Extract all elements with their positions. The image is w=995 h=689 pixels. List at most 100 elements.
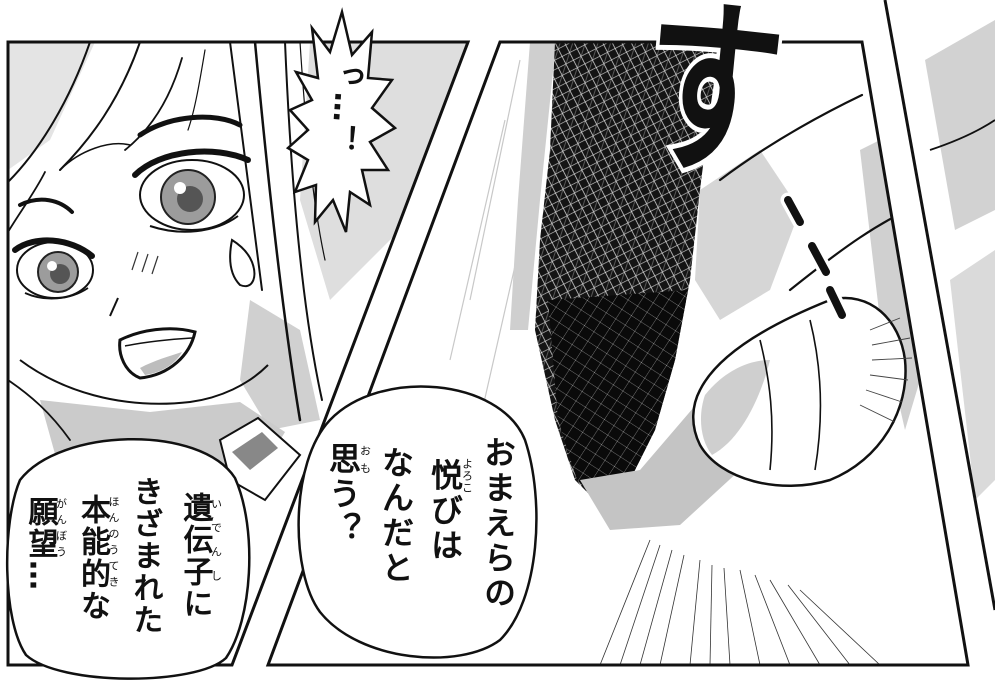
kana-rest: … bbox=[22, 560, 58, 592]
furigana: ほんのうてき bbox=[107, 494, 120, 590]
cheek-shadow-tone bbox=[240, 300, 320, 430]
right-panel-line bbox=[929, 119, 995, 151]
collar-stripe bbox=[232, 432, 278, 470]
middle-bubble-line-2: 悦よろこびは bbox=[420, 436, 474, 641]
middle-panel-art bbox=[449, 42, 935, 665]
kanji-base: 悦 bbox=[426, 458, 464, 494]
sfx-dash bbox=[826, 286, 846, 319]
right-eye-lower-lid bbox=[149, 215, 239, 233]
left-eye-upper-lid bbox=[12, 237, 95, 259]
middle-bubble-line-1: おまえらの bbox=[479, 436, 517, 611]
sfx-character: す bbox=[632, 0, 791, 209]
fist-outline bbox=[692, 296, 907, 487]
speed-line bbox=[599, 539, 651, 665]
right-eye bbox=[132, 148, 251, 233]
furigana: よろこ bbox=[460, 458, 474, 494]
fur-line bbox=[869, 374, 909, 381]
left-speech-bubble bbox=[5, 438, 251, 680]
sfx-dash bbox=[784, 196, 804, 226]
speed-line bbox=[689, 559, 701, 665]
speed-line bbox=[723, 567, 731, 665]
sfx-trail-dashes bbox=[780, 192, 850, 323]
nose bbox=[109, 297, 119, 317]
fist bbox=[692, 296, 907, 487]
hair-strand bbox=[8, 42, 91, 183]
cheek-line bbox=[131, 251, 139, 271]
fur-line bbox=[871, 337, 911, 346]
furigana-group: 本能的ほんのうてき bbox=[75, 494, 120, 590]
furigana-group: 悦よろこ bbox=[426, 458, 474, 494]
right-panel-tone bbox=[950, 250, 995, 500]
middle-bubble-line-3: なんだと bbox=[377, 446, 415, 586]
kanji-base: 思 bbox=[324, 442, 362, 477]
kana-rest: な bbox=[75, 590, 110, 622]
hair-strand bbox=[253, 42, 302, 422]
kanji-base: 遺伝子 bbox=[177, 492, 213, 588]
streak-line bbox=[469, 59, 521, 301]
speed-line bbox=[619, 544, 661, 665]
furigana: がんぼう bbox=[54, 496, 68, 560]
right-panel-border bbox=[883, 0, 995, 611]
fist-shade bbox=[700, 360, 770, 455]
sleeve-edge-tone bbox=[510, 42, 556, 330]
speed-line bbox=[639, 549, 673, 665]
streak-line bbox=[449, 119, 506, 361]
speed-line bbox=[754, 574, 791, 665]
left-bubble-line-4: 願望がんぼう… bbox=[18, 476, 68, 671]
middle-bubble-text: おまえらの 悦よろこびは なんだと 思おもう？ bbox=[320, 436, 522, 641]
hair-tone-top-left bbox=[8, 42, 95, 170]
left-bubble-text: 遺伝子いでんしに きざまれた 本能的ほんのうてきな 願望がんぼう… bbox=[18, 476, 223, 671]
kana-rest: う？ bbox=[324, 477, 362, 547]
tongue-shade bbox=[140, 352, 182, 375]
furigana: いでんし bbox=[209, 492, 223, 588]
sweat-drop bbox=[229, 238, 256, 288]
left-bubble-line-3: 本能的ほんのうてきな bbox=[67, 476, 120, 671]
left-eye bbox=[12, 237, 95, 300]
left-bubble-line-1: 遺伝子いでんしに bbox=[170, 476, 223, 671]
speed-line bbox=[709, 564, 713, 665]
arm-outline bbox=[718, 93, 864, 182]
hair-strand bbox=[187, 49, 206, 131]
eyebrows bbox=[18, 114, 243, 214]
hair-strand bbox=[284, 42, 323, 401]
kanji-base: 願望 bbox=[22, 496, 58, 560]
furigana-group: 思おも bbox=[324, 442, 372, 477]
right-eye-highlight bbox=[174, 182, 186, 194]
furigana: おも bbox=[358, 442, 372, 477]
arm-shadow-tone bbox=[695, 150, 800, 320]
right-eyebrow bbox=[137, 114, 243, 138]
jaw-line bbox=[19, 359, 269, 405]
finger-line bbox=[759, 339, 773, 471]
hair-strand bbox=[124, 57, 183, 151]
speed-line bbox=[659, 554, 685, 665]
speed-line bbox=[769, 579, 821, 665]
left-bubble-line-2: きざまれた bbox=[127, 476, 163, 636]
mouth-outline bbox=[118, 327, 197, 380]
kana-rest: びは bbox=[426, 493, 464, 564]
furigana-group: 遺伝子いでんし bbox=[177, 492, 223, 588]
sleeve-shadow bbox=[548, 290, 688, 505]
fur-line bbox=[871, 357, 913, 361]
teeth-line bbox=[124, 337, 193, 347]
sound-effect: す bbox=[628, 0, 850, 323]
kana-rest: に bbox=[177, 588, 213, 620]
speed-line bbox=[787, 584, 851, 665]
fur-line bbox=[859, 404, 896, 423]
cheek-lines bbox=[131, 251, 159, 275]
spiky-speech-bubble bbox=[285, 7, 398, 233]
speed-lines bbox=[599, 539, 881, 665]
furigana-group: 願望がんぼう bbox=[22, 496, 68, 560]
left-eyebrow bbox=[18, 197, 74, 214]
left-eye-highlight bbox=[47, 261, 57, 271]
speed-line bbox=[799, 589, 881, 665]
fur-line bbox=[869, 317, 901, 331]
hair-bang bbox=[59, 143, 131, 171]
right-panel-tone bbox=[925, 20, 995, 230]
cheek-line bbox=[151, 255, 159, 275]
finger-line bbox=[809, 319, 822, 471]
sfx-dash bbox=[808, 242, 830, 276]
fur-lines bbox=[859, 317, 913, 423]
cheek-line bbox=[141, 253, 149, 273]
left-eye-lower-lid bbox=[24, 287, 89, 300]
